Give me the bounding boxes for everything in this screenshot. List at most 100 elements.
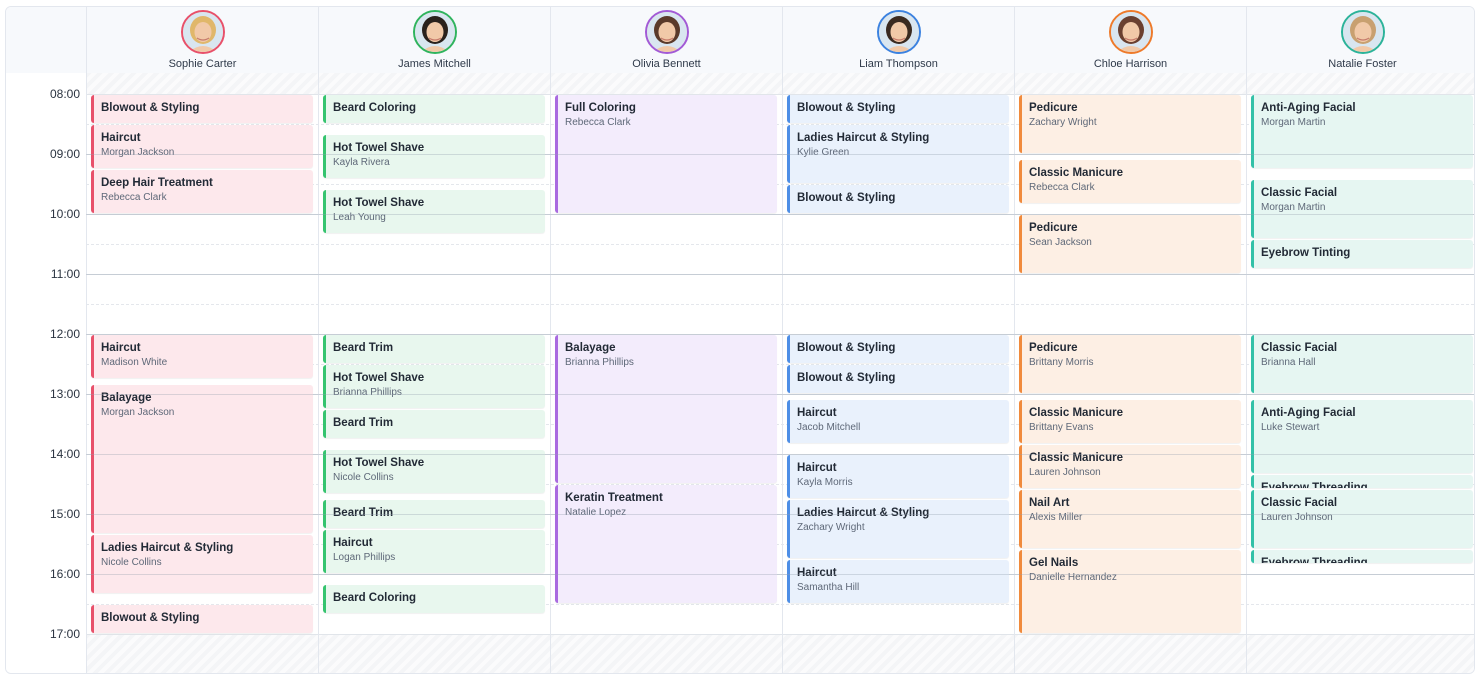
appointment-title: Haircut bbox=[333, 537, 373, 549]
half-hour-gridline bbox=[86, 424, 1474, 425]
appointment-card[interactable]: Beard Coloring bbox=[323, 95, 545, 123]
time-label: 12:00 bbox=[49, 327, 80, 341]
hour-gridline bbox=[86, 574, 1474, 575]
staff-name: James Mitchell bbox=[398, 58, 471, 70]
appointment-client: Kayla Morris bbox=[797, 477, 853, 488]
appointment-title: Haircut bbox=[101, 132, 141, 144]
staff-header-natalie-foster[interactable]: Natalie Foster bbox=[1246, 7, 1474, 73]
appointment-client: Lauren Johnson bbox=[1261, 512, 1333, 523]
hour-gridline bbox=[86, 274, 1474, 275]
appointment-card[interactable]: Beard Coloring bbox=[323, 585, 545, 613]
appointment-title: Pedicure bbox=[1029, 222, 1078, 234]
appointment-card[interactable]: Blowout & Styling bbox=[787, 95, 1009, 123]
staff-header-liam-thompson[interactable]: Liam Thompson bbox=[782, 7, 1014, 73]
appointment-title: Hot Towel Shave bbox=[333, 197, 425, 209]
staff-name: Liam Thompson bbox=[859, 58, 938, 70]
avatar[interactable] bbox=[644, 10, 689, 54]
staff-header-chloe-harrison[interactable]: Chloe Harrison bbox=[1014, 7, 1246, 73]
appointment-title: Keratin Treatment bbox=[565, 492, 663, 504]
hour-gridline bbox=[86, 334, 1474, 335]
appointment-client: Danielle Hernandez bbox=[1029, 572, 1117, 583]
half-hour-gridline bbox=[86, 244, 1474, 245]
avatar[interactable] bbox=[180, 10, 225, 54]
appointment-card[interactable]: Blowout & Styling bbox=[787, 365, 1009, 393]
appointment-title: Haircut bbox=[797, 567, 837, 579]
appointment-title: Eyebrow Tinting bbox=[1261, 247, 1351, 259]
appointment-card[interactable]: Beard Trim bbox=[323, 500, 545, 528]
staff-header-olivia-bennett[interactable]: Olivia Bennett bbox=[550, 7, 782, 73]
staff-column bbox=[550, 73, 782, 673]
time-label: 15:00 bbox=[49, 507, 80, 521]
appointment-title: Beard Coloring bbox=[333, 102, 417, 114]
avatar[interactable] bbox=[1340, 10, 1385, 54]
appointment-card[interactable]: Beard Trim bbox=[323, 410, 545, 438]
avatar[interactable] bbox=[876, 10, 921, 54]
avatar[interactable] bbox=[1108, 10, 1153, 54]
appointment-card[interactable]: Eyebrow Threading bbox=[1251, 475, 1473, 488]
appointment-card[interactable]: Blowout & Styling bbox=[787, 335, 1009, 363]
appointment-client: Jacob Mitchell bbox=[797, 422, 861, 433]
appointment-title: Blowout & Styling bbox=[797, 192, 896, 204]
hour-gridline bbox=[86, 154, 1474, 155]
appointment-client: Morgan Martin bbox=[1261, 117, 1326, 128]
appointment-title: Blowout & Styling bbox=[101, 612, 200, 624]
appointment-card[interactable]: Blowout & Styling bbox=[787, 185, 1009, 213]
appointment-title: Pedicure bbox=[1029, 102, 1078, 114]
appointment-card[interactable]: Eyebrow Tinting bbox=[1251, 240, 1473, 268]
appointment-client: Kayla Rivera bbox=[333, 157, 390, 168]
appointment-client: Zachary Wright bbox=[1029, 117, 1097, 128]
appointment-client: Brianna Phillips bbox=[333, 387, 402, 398]
appointment-title: Nail Art bbox=[1029, 497, 1070, 509]
appointment-title: Blowout & Styling bbox=[797, 342, 896, 354]
half-hour-gridline bbox=[86, 364, 1474, 365]
appointment-title: Anti-Aging Facial bbox=[1261, 102, 1356, 114]
appointment-card[interactable]: Blowout & Styling bbox=[91, 605, 313, 633]
appointment-client: Nicole Collins bbox=[333, 472, 394, 483]
appointment-card[interactable]: Beard Trim bbox=[323, 335, 545, 363]
staff-header-sophie-carter[interactable]: Sophie Carter bbox=[86, 7, 318, 73]
appointment-title: Hot Towel Shave bbox=[333, 372, 425, 384]
avatar[interactable] bbox=[412, 10, 457, 54]
appointment-client: Rebecca Clark bbox=[565, 117, 631, 128]
time-label: 08:00 bbox=[49, 87, 80, 101]
appointment-card[interactable]: Blowout & Styling bbox=[91, 95, 313, 123]
appointment-client: Brianna Phillips bbox=[565, 357, 634, 368]
staff-header-james-mitchell[interactable]: James Mitchell bbox=[318, 7, 550, 73]
appointment-title: Blowout & Styling bbox=[797, 102, 896, 114]
appointment-card[interactable]: Eyebrow Threading bbox=[1251, 550, 1473, 563]
appointment-client: Zachary Wright bbox=[797, 522, 865, 533]
